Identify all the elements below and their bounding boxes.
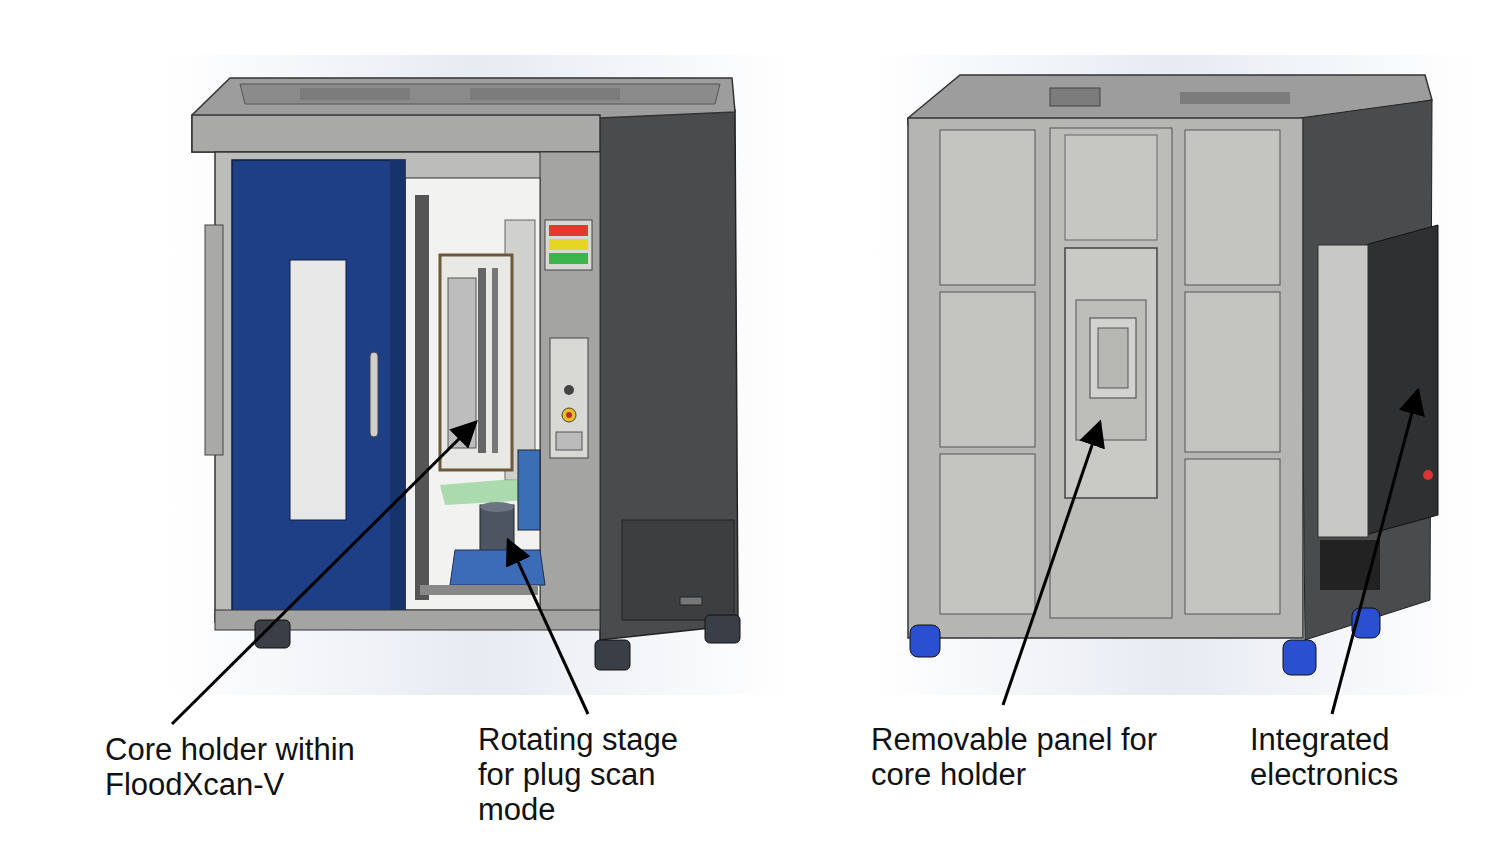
callout-label: Removable panel for core holder [871, 722, 1161, 792]
right-cabinet [908, 75, 1438, 675]
background [165, 55, 790, 695]
callout-label: Core holder within FloodXcan-V [105, 732, 405, 802]
left-cabinet [192, 78, 740, 670]
callout-label: Integrated electronics [1250, 722, 1450, 792]
background [870, 55, 1475, 695]
leader-lines [172, 390, 1418, 724]
callout-label: Rotating stage for plug scan mode [478, 722, 718, 827]
